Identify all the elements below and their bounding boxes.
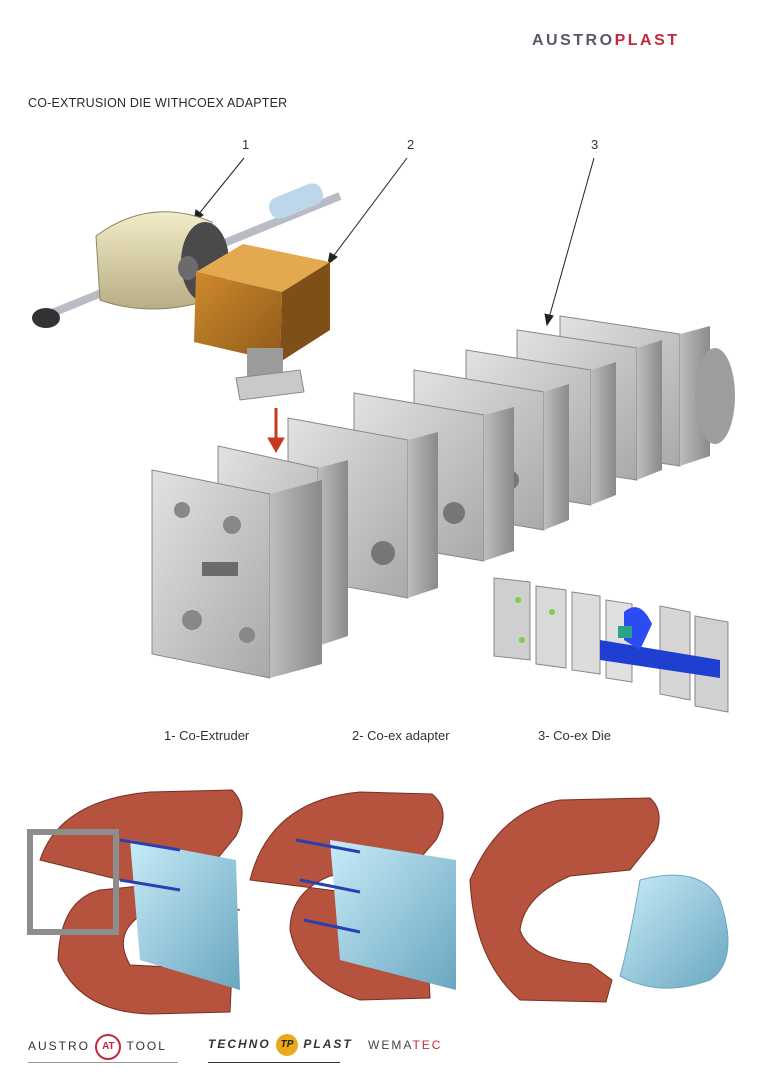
down-arrow bbox=[267, 408, 285, 454]
logo-underline bbox=[208, 1062, 340, 1063]
caption-co-ex-die: 3- Co-ex Die bbox=[538, 728, 611, 743]
caption-co-extruder: 1- Co-Extruder bbox=[164, 728, 250, 743]
callout-1: 1 bbox=[242, 137, 250, 152]
die-plates bbox=[151, 315, 735, 679]
logo-wematec-left: WEMA bbox=[368, 1038, 413, 1052]
brand-logo-part2: PLAST bbox=[614, 32, 680, 49]
page-title: CO-EXTRUSION DIE WITHCOEX ADAPTER bbox=[28, 96, 288, 110]
logo-technoplast-badge: TP bbox=[276, 1034, 299, 1056]
callout-3: 3 bbox=[591, 137, 599, 152]
leader-arrows bbox=[193, 157, 595, 327]
logo-austrotool-badge: AT bbox=[95, 1034, 122, 1060]
logo-austrotool-left: AUSTRO bbox=[28, 1039, 91, 1054]
brand-logo-part1: AUSTRO bbox=[532, 32, 615, 49]
logo-underline bbox=[28, 1062, 178, 1063]
profile-section-1 bbox=[27, 789, 243, 1015]
logo-wematec: WEMATEC bbox=[368, 1038, 442, 1052]
logo-wematec-right: TEC bbox=[412, 1038, 443, 1052]
callout-2: 2 bbox=[407, 137, 415, 152]
logo-austrotool-right: TOOL bbox=[126, 1039, 167, 1054]
brand-logo: AUSTROPLAST bbox=[532, 32, 680, 50]
profile-section-3 bbox=[469, 797, 729, 1003]
co-ex-adapter-icon bbox=[194, 244, 330, 401]
co-extruder-icon bbox=[32, 183, 342, 328]
logo-austrotool: AUSTRO AT TOOL bbox=[28, 1034, 167, 1060]
exploded-die-inset bbox=[493, 577, 729, 713]
caption-co-ex-adapter: 2- Co-ex adapter bbox=[352, 728, 450, 743]
logo-technoplast-right: PLAST bbox=[303, 1037, 353, 1052]
logo-technoplast: TECHNO TP PLAST bbox=[208, 1034, 353, 1056]
logo-technoplast-left: TECHNO bbox=[208, 1037, 271, 1052]
profile-section-2 bbox=[249, 791, 456, 1001]
